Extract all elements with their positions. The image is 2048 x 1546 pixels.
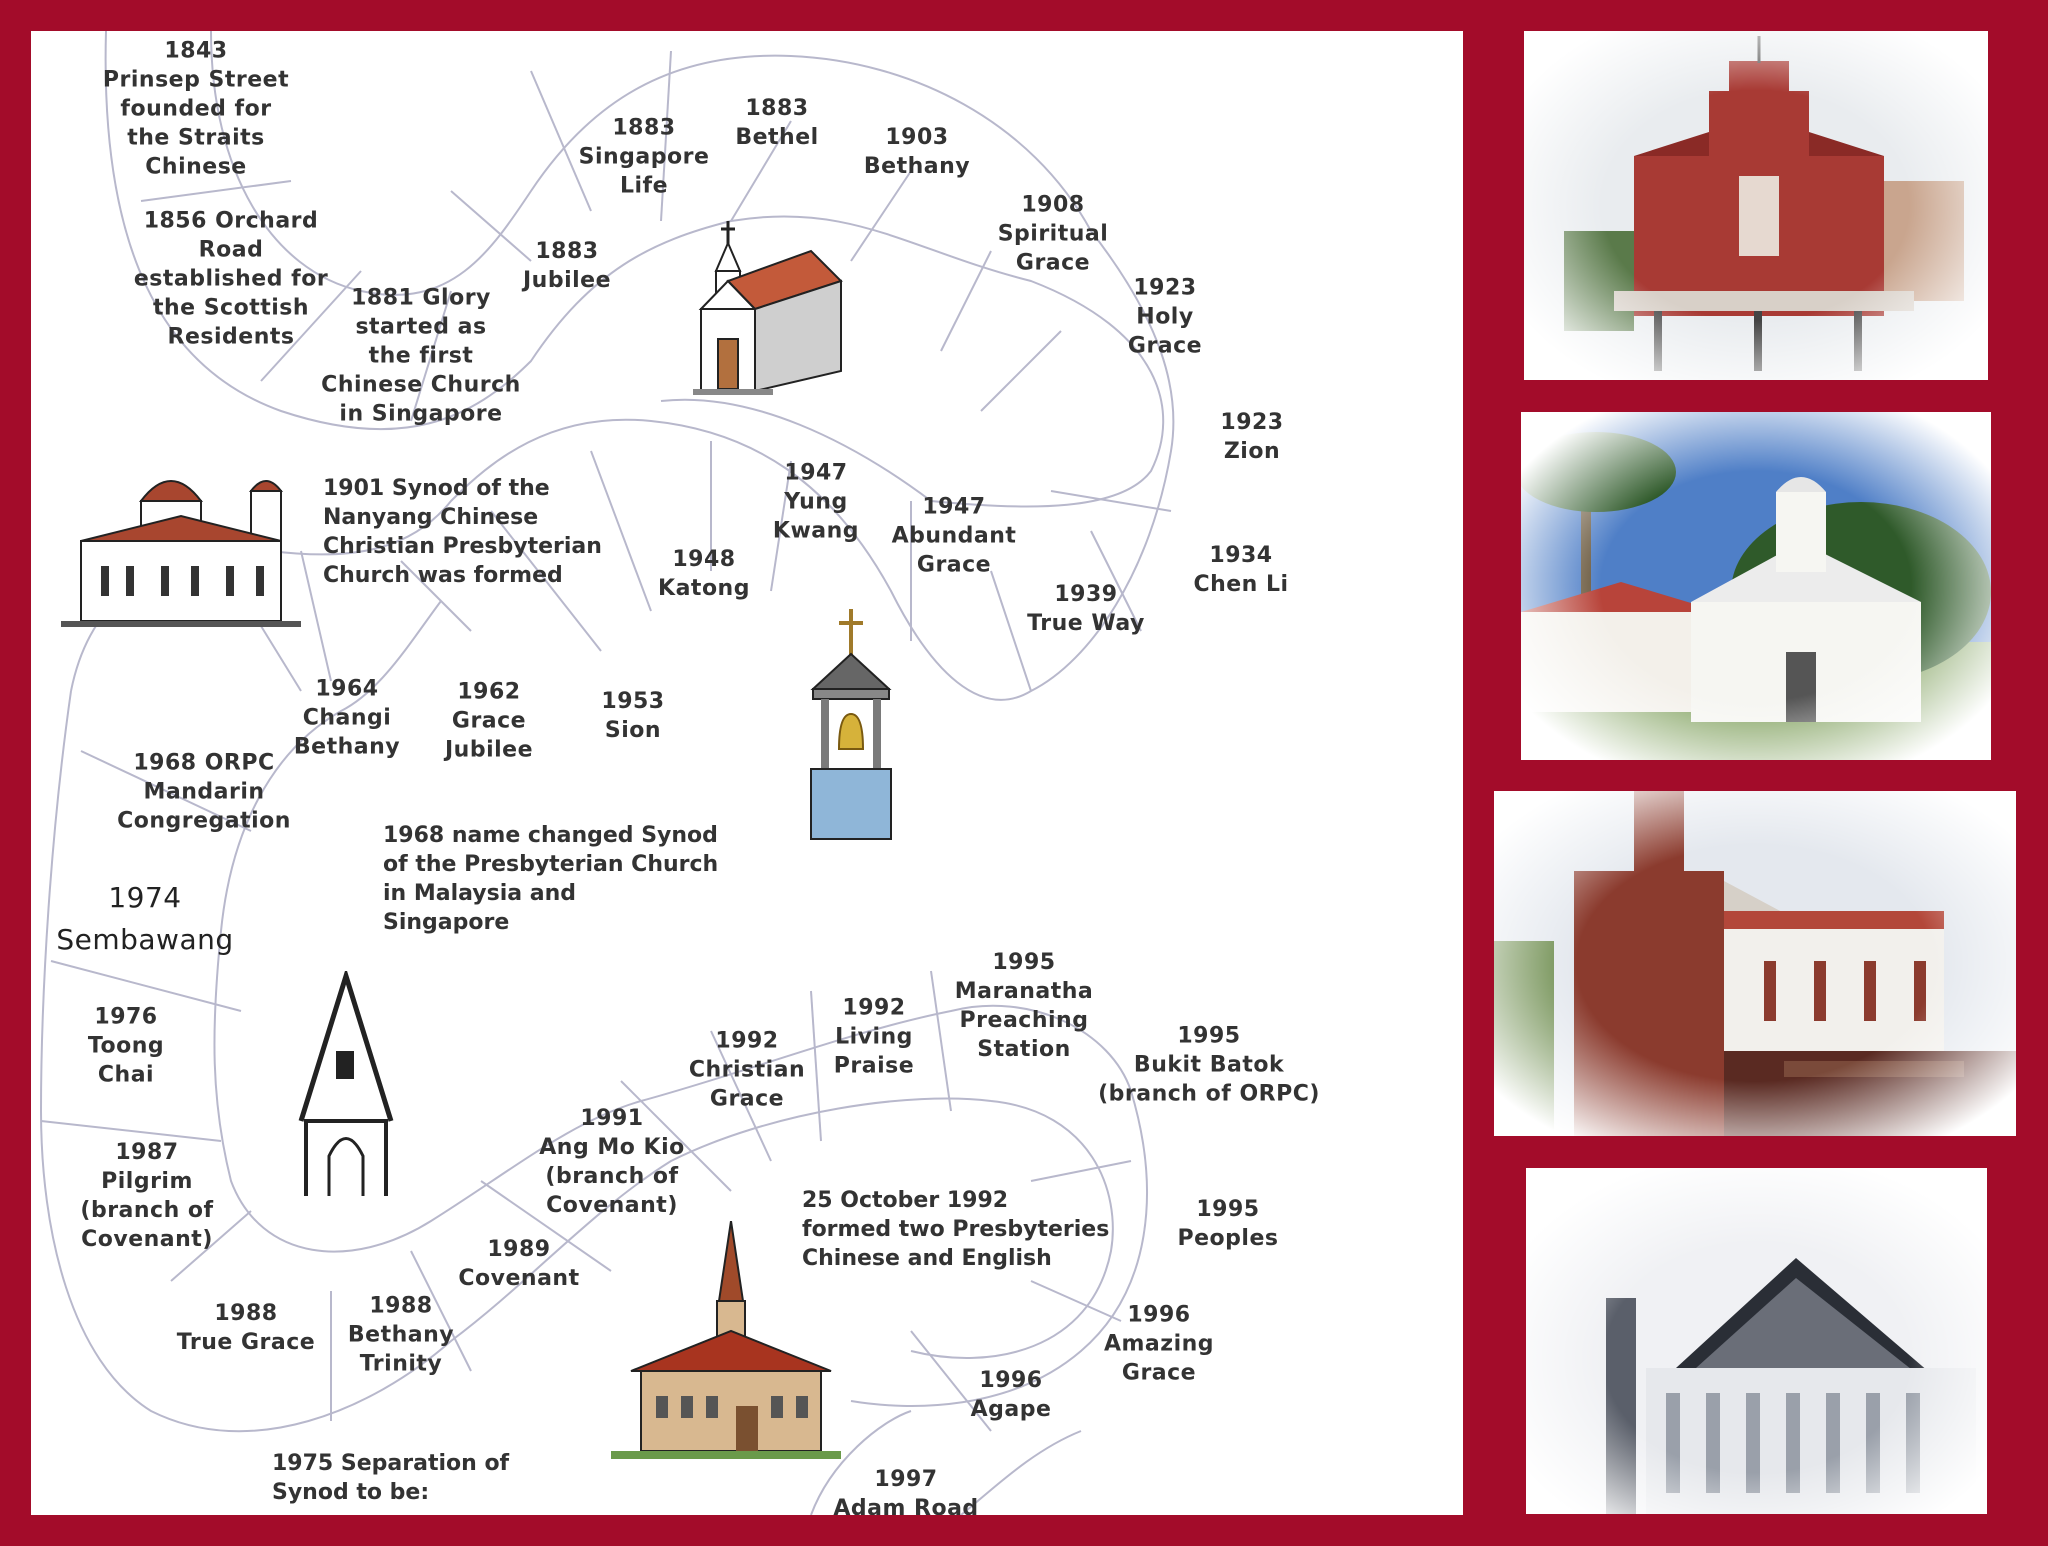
- timeline-board: 1843 Prinsep Street founded for the Stra…: [31, 31, 1463, 1515]
- segment-1908: 1908 Spiritual Grace: [997, 192, 1109, 276]
- segment-1989: 1989 Covenant: [458, 1237, 580, 1291]
- red-brick-church-photo: [1524, 31, 1988, 380]
- segment-1987: 1987 Pilgrim (branch of Covenant): [80, 1140, 214, 1252]
- segment-1992-living-praise: 1992 Living Praise: [833, 995, 915, 1079]
- segment-1992-christian-grace: 1992 Christian Grace: [688, 1028, 806, 1112]
- segment-1923-zion: 1923 Zion: [1220, 410, 1284, 464]
- segment-1883-bethel: 1883 Bethel: [735, 96, 819, 150]
- segment-1988-bethany-trinity: 1988 Bethany Trinity: [347, 1293, 455, 1377]
- segment-1947-abundant: 1947 Abundant Grace: [891, 494, 1017, 578]
- bell-tower-icon: [810, 609, 892, 840]
- segment-1995-bukit-batok: 1995 Bukit Batok (branch of ORPC): [1098, 1023, 1320, 1107]
- chapel-icon: [693, 221, 843, 395]
- note-1992-presbyteries: 25 October 1992 formed two Presbyteries …: [802, 1188, 1110, 1271]
- brick-presbyterian-church-photo: [1494, 791, 2016, 1136]
- steeple-church-icon: [611, 1221, 841, 1459]
- gothic-arch-window-icon: [298, 971, 394, 1196]
- segment-1995-peoples: 1995 Peoples: [1177, 1197, 1279, 1251]
- segment-1903: 1903 Bethany: [863, 125, 971, 179]
- white-colonial-church-photo: [1521, 412, 1991, 760]
- segment-1883-singapore-life: 1883 Singapore Life: [578, 115, 710, 199]
- segment-1843: 1843 Prinsep Street founded for the Stra…: [102, 38, 290, 180]
- segment-1964: 1964 Changi Bethany: [293, 676, 401, 760]
- segment-1996-agape: 1996 Agape: [970, 1368, 1052, 1422]
- segment-1947-yung-kwang: 1947 Yung Kwang: [772, 460, 860, 544]
- note-1975-separation: 1975 Separation of Synod to be:: [272, 1451, 510, 1505]
- note-1968-name-change: 1968 name changed Synod of the Presbyter…: [383, 823, 719, 935]
- segment-1974: 1974 Sembawang: [56, 881, 234, 956]
- segment-1991: 1991 Ang Mo Kio (branch of Covenant): [539, 1106, 685, 1218]
- segment-1948: 1948 Katong: [658, 547, 750, 601]
- modern-a-frame-church-photo: [1526, 1168, 1987, 1514]
- segment-1856: 1856 Orchard Road established for the Sc…: [133, 208, 329, 350]
- segment-1934: 1934 Chen Li: [1193, 543, 1289, 597]
- domed-synod-building-icon: [61, 480, 301, 627]
- note-1901-synod: 1901 Synod of the Nanyang Chinese Christ…: [323, 476, 602, 588]
- segment-1997: 1997 Adam Road: [833, 1467, 979, 1515]
- segment-1962: 1962 Grace Jubilee: [444, 679, 534, 763]
- segment-1988-true-grace: 1988 True Grace: [176, 1301, 316, 1355]
- segment-1881: 1881 Glory started as the first Chinese …: [321, 285, 521, 427]
- segment-1953: 1953 Sion: [601, 689, 665, 743]
- segment-1976: 1976 Toong Chai: [87, 1004, 165, 1088]
- segment-1883-jubilee: 1883 Jubilee: [522, 239, 612, 293]
- segment-1923-holy-grace: 1923 Holy Grace: [1127, 275, 1203, 359]
- timeline-path: [39, 31, 1175, 1515]
- segment-1939: 1939 True Way: [1027, 582, 1145, 636]
- segment-1996-amazing-grace: 1996 Amazing Grace: [1103, 1302, 1215, 1386]
- segment-1968-orpc: 1968 ORPC Mandarin Congregation: [117, 750, 291, 834]
- segment-1995-maranatha: 1995 Maranatha Preaching Station: [954, 950, 1094, 1062]
